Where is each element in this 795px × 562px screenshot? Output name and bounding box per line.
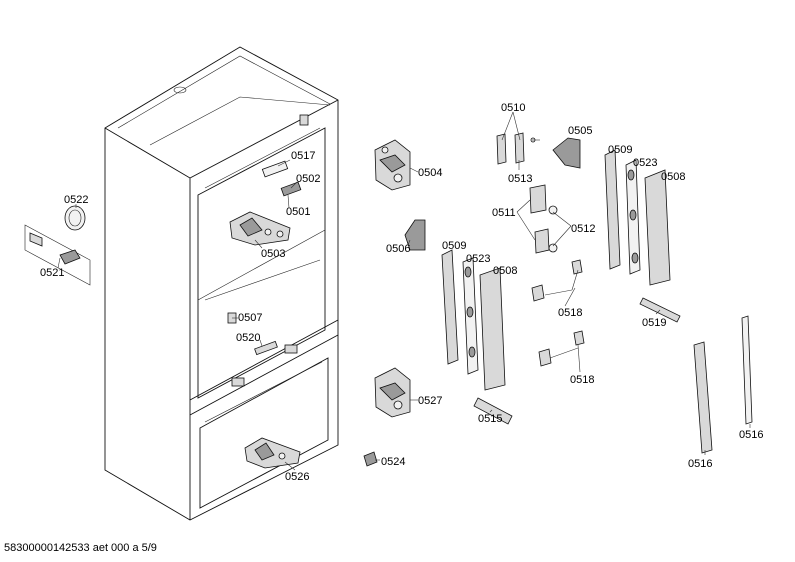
label-0524: 0524	[381, 456, 405, 468]
label-0518-lower: 0518	[570, 374, 594, 386]
label-0519: 0519	[642, 317, 666, 329]
label-0512: 0512	[571, 223, 595, 235]
part-0518-lower-b	[573, 330, 585, 346]
hinge-0526	[244, 437, 301, 469]
part-0512-a	[548, 205, 558, 215]
part-0518-upper-b	[571, 259, 583, 275]
part-0506	[404, 219, 426, 251]
document-reference: 58300000142533 aet 000 a 5/9	[4, 542, 157, 554]
strip-0508-right	[644, 169, 671, 286]
label-0503: 0503	[261, 248, 285, 260]
label-0501: 0501	[286, 206, 310, 218]
part-labels: 0510 0505 0513 0509 0523 0508 0517 0502 …	[40, 102, 763, 483]
label-0520: 0520	[236, 332, 260, 344]
bracket-0520	[254, 340, 278, 356]
label-0508-left: 0508	[493, 265, 517, 277]
part-0522-ring	[64, 205, 86, 231]
part-0513	[496, 132, 525, 165]
part-0518-lower	[538, 348, 552, 367]
bracket-0517	[261, 160, 289, 178]
label-0505: 0505	[568, 125, 592, 137]
part-0512-b	[548, 243, 558, 253]
strip-0509-right	[604, 149, 621, 270]
hinge-0503	[229, 211, 291, 246]
label-0527: 0527	[418, 395, 442, 407]
leader-lines	[57, 111, 751, 471]
label-0504: 0504	[418, 167, 442, 179]
label-0523-left: 0523	[466, 253, 490, 265]
label-0507: 0507	[238, 312, 262, 324]
strip-0523-right	[625, 159, 641, 275]
label-0509-left: 0509	[442, 240, 466, 252]
label-0508-right: 0508	[661, 171, 685, 183]
rail-0516-right	[741, 315, 753, 425]
label-0516-left: 0516	[688, 458, 712, 470]
label-0517: 0517	[291, 150, 315, 162]
label-0518-upper: 0518	[558, 307, 582, 319]
label-0509-right: 0509	[608, 144, 632, 156]
bracket-0502	[280, 181, 302, 197]
part-0515	[473, 397, 513, 425]
part-0524	[363, 451, 378, 467]
hinge-0504	[374, 139, 411, 191]
label-0516-right: 0516	[739, 429, 763, 441]
label-0526: 0526	[285, 471, 309, 483]
part-0511-b	[534, 228, 550, 254]
label-0523-right: 0523	[633, 157, 657, 169]
part-0521	[24, 224, 91, 286]
label-0510: 0510	[501, 102, 525, 114]
strip-0523-left	[462, 257, 479, 375]
strip-0508-left	[479, 267, 506, 391]
rail-0516-left	[693, 341, 713, 454]
strip-0509-left	[441, 249, 459, 365]
part-0518-upper	[531, 284, 545, 302]
part-0505	[552, 137, 581, 169]
label-0502: 0502	[296, 173, 320, 185]
label-0522: 0522	[64, 194, 88, 206]
label-0521: 0521	[40, 267, 64, 279]
cabinet-housing	[104, 46, 339, 521]
label-0513: 0513	[508, 173, 532, 185]
hinge-0527	[374, 367, 411, 418]
part-0511-a	[529, 184, 547, 214]
label-0511: 0511	[492, 207, 516, 219]
label-0506: 0506	[386, 243, 410, 255]
label-0515: 0515	[478, 413, 502, 425]
